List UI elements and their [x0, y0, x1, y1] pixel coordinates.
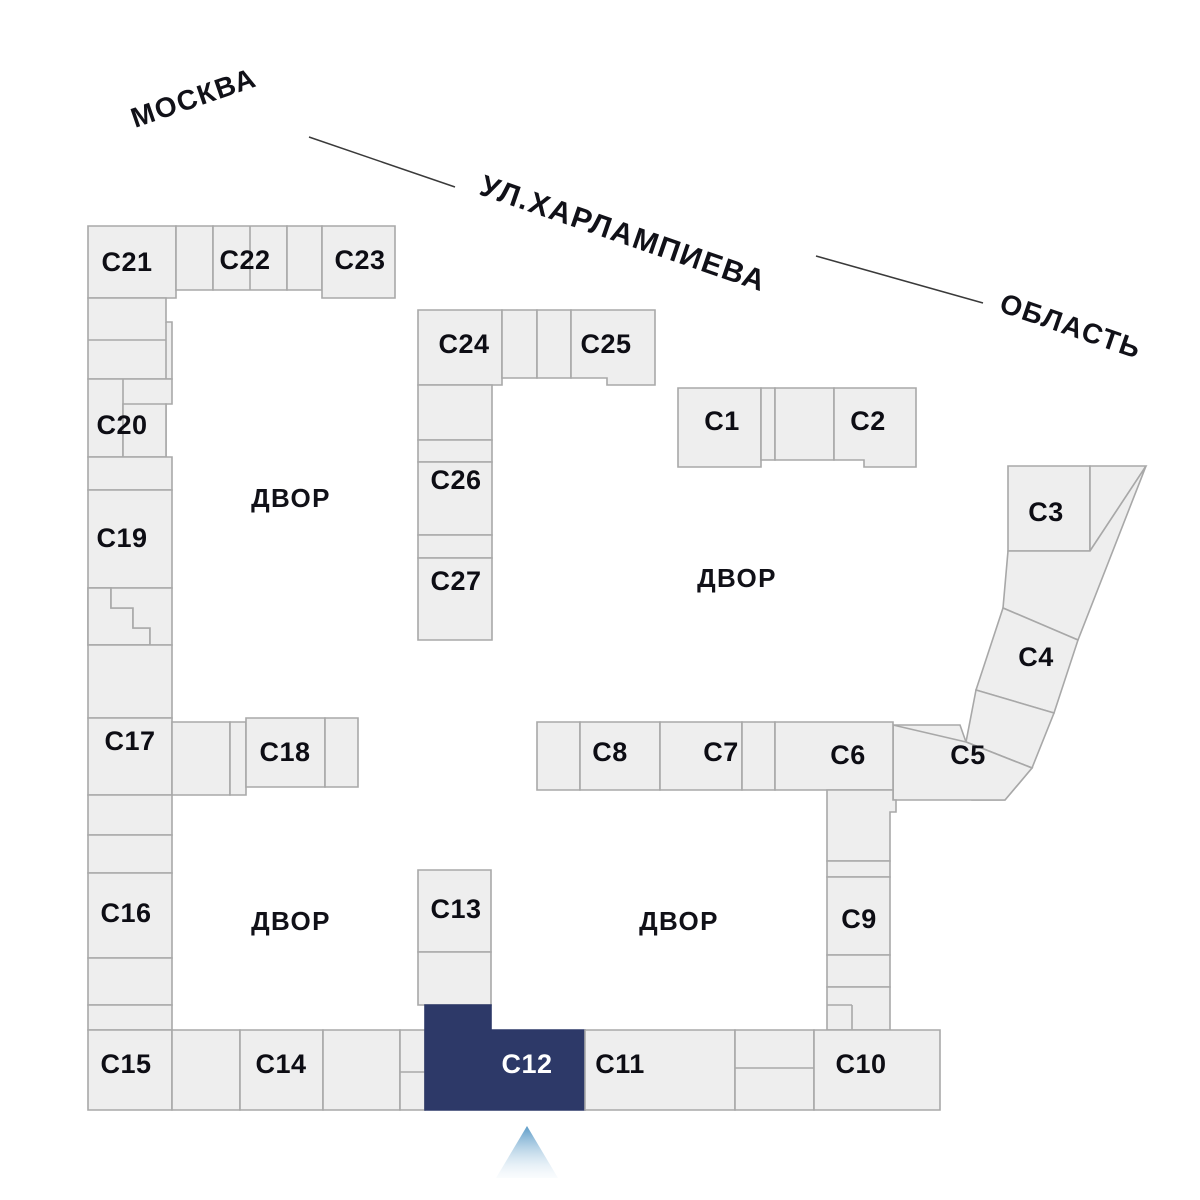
unit-label-C21: C21 [101, 247, 152, 277]
building-segment-C9-north2[interactable] [826, 860, 891, 878]
building-segment-C9-north[interactable] [826, 789, 897, 862]
building-segment-C18-east[interactable] [324, 717, 359, 788]
unit-label-C6: C6 [830, 740, 866, 770]
building-segment-C1-C2-b[interactable] [774, 387, 835, 461]
building-segment-C9-south[interactable] [826, 954, 891, 988]
unit-label-C11: C11 [595, 1049, 645, 1079]
building-unit-C2[interactable] [833, 387, 917, 468]
building-unit-C27[interactable] [417, 557, 493, 641]
yard-label-south-east: ДВОР [639, 906, 719, 936]
unit-label-C2: C2 [850, 406, 886, 436]
unit-label-C18: C18 [259, 737, 310, 767]
building-segment-C9-south2[interactable] [826, 986, 891, 1031]
yard-label-north-east: ДВОР [697, 563, 777, 593]
building-unit-C21[interactable] [87, 225, 177, 299]
building-segment-C22-C23[interactable] [286, 225, 323, 291]
unit-label-C3: C3 [1028, 497, 1064, 527]
building-segment-C21-C22[interactable] [175, 225, 214, 291]
unit-label-C5: C5 [950, 740, 986, 770]
unit-label-C4: C4 [1018, 642, 1054, 672]
building-segment-C15-C14[interactable] [171, 1029, 241, 1111]
building-block-centre-north [417, 309, 656, 641]
building-segment-C17-east-2[interactable] [229, 721, 247, 796]
building-block-west [87, 297, 359, 1031]
unit-label-C13: C13 [430, 894, 481, 924]
building-unit-C17[interactable] [87, 644, 173, 719]
building-segment-C17-east-1[interactable] [171, 721, 231, 796]
building-segment-west-4[interactable] [87, 834, 173, 874]
building-unit-C10[interactable] [813, 1029, 941, 1111]
direction-label-moscow: МОСКВА [127, 62, 260, 134]
unit-label-C15: C15 [100, 1049, 151, 1079]
building-block-north-west [87, 225, 396, 299]
unit-label-C19: C19 [96, 523, 147, 553]
yard-label-north-west: ДВОР [251, 483, 331, 513]
unit-label-C23: C23 [334, 245, 385, 275]
building-segment-C26-north[interactable] [417, 439, 493, 463]
building-block-north-east [677, 387, 917, 468]
building-segment-C12-west[interactable] [399, 1029, 426, 1111]
unit-label-C16: C16 [100, 898, 151, 928]
viewpoint-marker-triangle-icon[interactable] [496, 1126, 558, 1178]
building-segment-C24-south[interactable] [417, 384, 493, 441]
building-segment-C7-C6[interactable] [741, 721, 776, 791]
yard-label-south-west: ДВОР [251, 906, 331, 936]
building-block-middle-row [536, 721, 894, 791]
unit-label-C17: C17 [104, 726, 155, 756]
unit-label-C25: C25 [580, 329, 631, 359]
unit-label-C10: C10 [835, 1049, 886, 1079]
viewpoint-marker[interactable] [496, 1126, 558, 1178]
building-block-south-row [87, 1004, 941, 1111]
building-segment-west-2[interactable] [87, 456, 173, 491]
unit-label-C1: C1 [704, 406, 740, 436]
unit-label-C8: C8 [592, 737, 628, 767]
building-block-centre-south [417, 869, 492, 1006]
building-segment-C24-C25-a[interactable] [501, 309, 538, 379]
unit-label-C24: C24 [438, 329, 489, 359]
unit-label-C20: C20 [96, 410, 147, 440]
building-unit-C1[interactable] [677, 387, 762, 468]
unit-label-C9: C9 [841, 904, 877, 934]
yard-label-group: ДВОР ДВОР ДВОР ДВОР [251, 483, 777, 936]
unit-label-C14: C14 [255, 1049, 306, 1079]
building-segment-west-stairs-right[interactable] [110, 587, 173, 646]
unit-label-C12: C12 [501, 1049, 552, 1079]
building-segment-C3-C4[interactable] [1002, 465, 1147, 642]
road-name-label: УЛ.ХАРЛАМПИЕВА [476, 169, 771, 298]
building-segment-C24-C25-b[interactable] [536, 309, 572, 379]
road-leader-line-left [308, 136, 456, 188]
unit-label-C27: C27 [430, 566, 481, 596]
unit-label-C22: C22 [219, 245, 270, 275]
building-segment-C26-south[interactable] [417, 534, 493, 559]
building-segment-west-1[interactable] [87, 297, 173, 380]
building-segment-C14-east[interactable] [322, 1029, 401, 1111]
building-unit-C25[interactable] [570, 309, 656, 386]
road-leader-line-right [815, 255, 984, 304]
building-segment-C1-C2-a[interactable] [760, 387, 776, 461]
unit-label-C7: C7 [703, 737, 739, 767]
building-segment-C13-south[interactable] [417, 951, 492, 1006]
building-segment-west-6[interactable] [87, 1004, 173, 1031]
building-block-east-angled [892, 465, 1148, 801]
building-block-east-spine [826, 789, 897, 1031]
direction-label-oblast: ОБЛАСТЬ [996, 287, 1146, 364]
building-unit-C24[interactable] [417, 309, 503, 386]
building-segment-C8-west[interactable] [536, 721, 581, 791]
building-segment-C11-C10-a[interactable] [734, 1029, 815, 1111]
building-segment-west-3[interactable] [87, 794, 173, 836]
unit-label-C26: C26 [430, 465, 481, 495]
building-segment-west-5[interactable] [87, 957, 173, 1006]
unit-label-group: C1 C2 C3 C4 C5 C6 C7 C8 C9 C10 C11 C12 C… [96, 245, 1063, 1079]
building-unit-C23[interactable] [321, 225, 396, 299]
